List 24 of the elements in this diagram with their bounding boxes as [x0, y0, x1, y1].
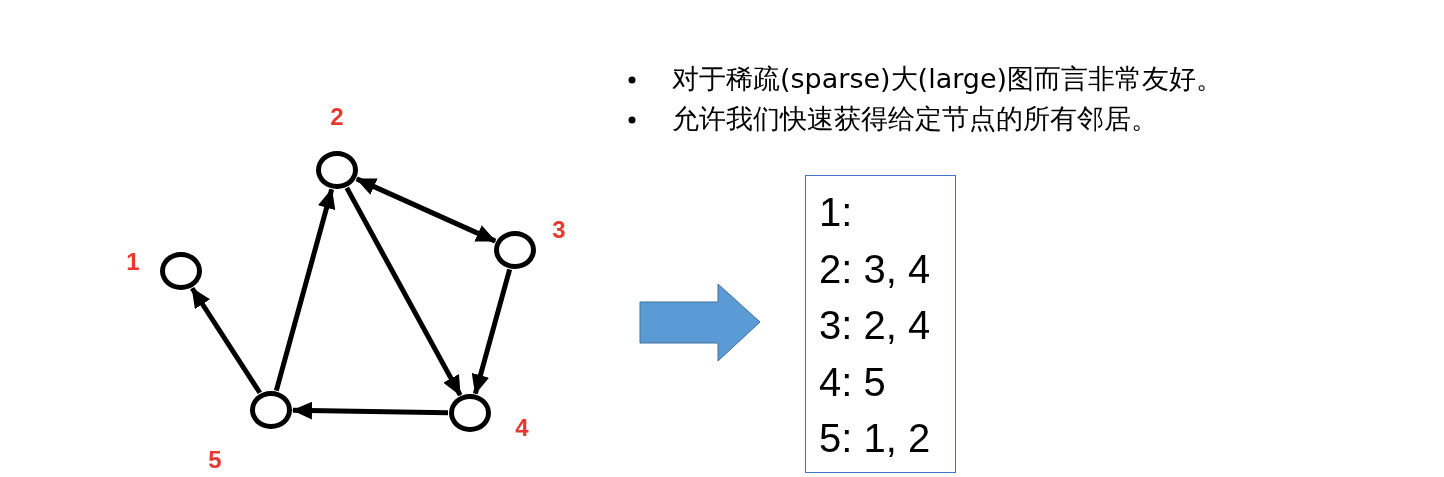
graph-node-circle — [494, 231, 536, 269]
adjacency-entry: 5: 1, 2 — [819, 416, 931, 460]
arrow — [292, 401, 449, 420]
arrow — [344, 186, 463, 397]
graph-node-circle — [250, 391, 292, 429]
arrow — [355, 176, 497, 244]
graph-node-circle — [160, 252, 202, 290]
adjacency-entry: 4: 5 — [819, 359, 886, 404]
arrow — [471, 268, 513, 395]
node-number: 5 — [208, 448, 222, 472]
adjacency-entry: 1: — [819, 190, 853, 234]
bullet-text: 对于稀疏(sparse)大(large)图而言非常友好。 — [672, 63, 1224, 95]
adjacency-entry: 3: 2, 4 — [819, 303, 931, 347]
node-number: 3 — [552, 218, 566, 242]
graph-node-circle — [449, 394, 491, 432]
adjacency-entry: 2: 3, 4 — [819, 246, 931, 291]
arrow — [190, 286, 262, 395]
adjacency-list-box — [805, 175, 956, 473]
node-number: 2 — [330, 105, 344, 129]
graph-node-circle — [316, 151, 358, 189]
arrow — [273, 188, 336, 392]
node-number: 4 — [515, 416, 529, 440]
node-number: 1 — [126, 250, 140, 274]
bullet-text: 允许我们快速获得给定节点的所有邻居。 — [672, 103, 1158, 135]
